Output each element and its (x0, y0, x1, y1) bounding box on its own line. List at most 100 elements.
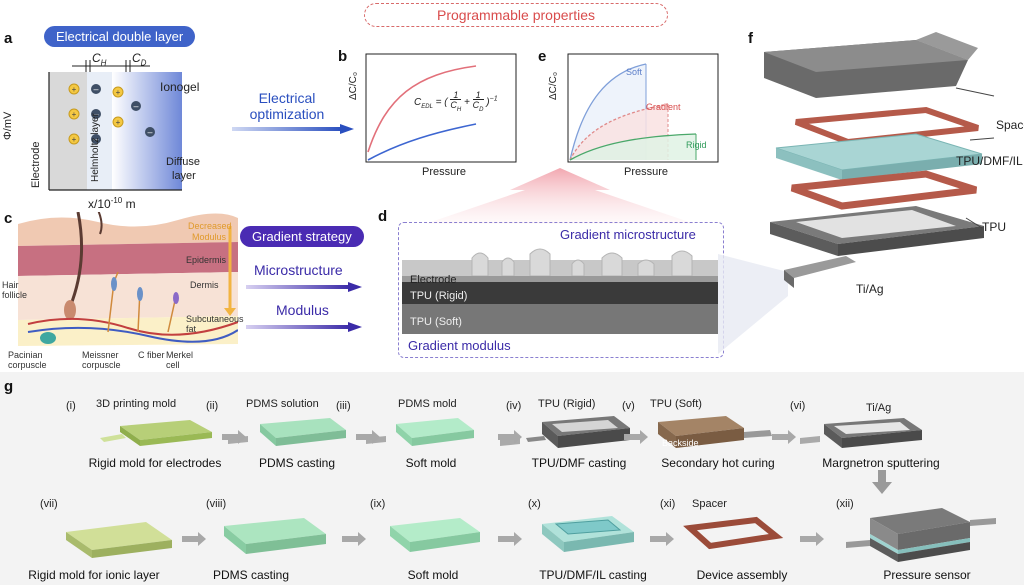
step-5-top: TPU (Soft) (650, 398, 702, 410)
pacinian-label: Pacinian corpuscle (8, 350, 47, 370)
step-2-top: PDMS solution (246, 398, 319, 410)
panel-c-label: c (4, 210, 13, 227)
d-soft-label: TPU (Soft) (410, 316, 462, 328)
e-gradient-label: Gradient (646, 102, 681, 112)
blue-curve (367, 123, 477, 161)
svg-text:–: – (93, 84, 98, 94)
svg-text:–: – (147, 127, 152, 137)
step-11-assembly (683, 516, 784, 550)
step-11-top: Spacer (692, 498, 727, 510)
step-11-number: (xi) (660, 498, 676, 510)
panel-f-label: f (748, 30, 753, 47)
ionogel-label: Ionogel (160, 80, 200, 94)
decreased-label: Decreased (188, 221, 232, 231)
step-1-top: 3D printing mold (96, 398, 177, 410)
step-1-mold (100, 420, 212, 446)
step-1-number: (i) (66, 400, 76, 412)
cd-label: CD (132, 51, 147, 68)
step-2-number: (ii) (206, 400, 219, 412)
merkel-label: Merkel cell (166, 350, 194, 370)
step-8-number: (viii) (206, 498, 227, 510)
programmable-properties-banner: Programmable properties (364, 3, 668, 27)
layer-stack (402, 248, 718, 334)
d-bottom-label: Gradient modulus (408, 338, 511, 353)
pink-up-arrow (425, 168, 695, 224)
svg-text:+: + (116, 88, 121, 97)
microstructure-label: Microstructure (254, 262, 343, 278)
electrode-vertical-label: Electrode (30, 141, 42, 188)
step-1-caption: Rigid mold for electrodes (88, 456, 222, 470)
step-12-number: (xii) (836, 498, 854, 510)
step-3-top: PDMS mold (398, 398, 457, 410)
step-4-casting (500, 416, 630, 448)
step-9-mold (390, 518, 480, 552)
step-12-sensor (846, 508, 996, 562)
step-7-caption: Rigid mold for ionic layer (28, 568, 160, 582)
edl-pill: Electrical double layer (44, 26, 196, 47)
plot-b (365, 53, 517, 163)
step-5-curing (658, 416, 772, 448)
b-ylabel: ΔC/C₀ (348, 71, 359, 100)
step-5-caption: Secondary hot curing (661, 456, 775, 470)
step-3-caption: Soft mold (405, 456, 457, 470)
panel-g-label: g (4, 378, 14, 395)
step-5-number: (v) (622, 400, 635, 412)
e-rigid-label: Rigid (686, 140, 707, 150)
cfiber-label: C fiber (138, 350, 165, 360)
f-tpu-label: TPU (982, 220, 1006, 234)
zoom-wedge (718, 254, 788, 354)
e-xlabel: Pressure (624, 166, 669, 178)
step-10-number: (x) (528, 498, 541, 510)
hair-follicle-label: Hair follicle (2, 280, 28, 300)
svg-text:–: – (133, 101, 138, 111)
red-curve (367, 65, 477, 153)
modulus-label: Modulus (276, 302, 329, 318)
epidermis-label: Epidermis (186, 255, 227, 265)
step-5-backside: Backside (662, 438, 699, 448)
d-top-label: Gradient microstructure (560, 227, 696, 242)
down-arrow (872, 470, 892, 494)
diffuse-label-1: Diffuse (166, 156, 201, 168)
panel-e-label: e (538, 48, 547, 65)
step-9-number: (ix) (370, 498, 386, 510)
step-6-sputtering (800, 418, 922, 448)
ch-label: CH (92, 51, 107, 68)
step-6-number: (vi) (790, 400, 806, 412)
f-tiag-label: Ti/Ag (856, 282, 884, 296)
e-soft-label: Soft (626, 67, 643, 77)
microstructure-arrow (246, 282, 362, 292)
step-11-caption: Device assembly (696, 568, 788, 582)
step-8-casting (224, 518, 326, 554)
step-7-mold (66, 522, 172, 558)
step-6-top: Ti/Ag (866, 402, 892, 414)
step-10-caption: TPU/DMF/IL casting (539, 568, 647, 582)
step-4-number: (iv) (506, 400, 522, 412)
f-tpudmfil-label: TPU/DMF/IL (956, 154, 1023, 168)
modulus-arrow (246, 322, 362, 332)
svg-text:+: + (72, 85, 77, 94)
helmholtz-vertical-label: Helmholtz layer (90, 113, 101, 182)
step-4-caption: TPU/DMF casting (531, 456, 627, 470)
process-background (0, 372, 1024, 585)
step-9-caption: Soft mold (407, 568, 459, 582)
subcutaneous-label: Subcutaneous fat (186, 314, 244, 334)
meissner-label: Meissner corpuscle (82, 350, 121, 370)
step-10-casting (542, 516, 634, 552)
gradient-strategy-pill: Gradient strategy (240, 226, 364, 247)
svg-text:+: + (116, 118, 121, 127)
plot-e (567, 53, 719, 163)
f-spacer-label: Spacer (996, 118, 1024, 132)
x-axis-label: x/10-10 m (88, 196, 136, 211)
diffuse-label-2: layer (172, 170, 196, 182)
panel-a-label: a (4, 30, 13, 47)
step-4-top: TPU (Rigid) (538, 398, 596, 410)
step-8-caption: PDMS casting (212, 568, 290, 582)
step-2-caption: PDMS casting (258, 456, 336, 470)
edl-diagram: +++++ ––––– (48, 60, 182, 191)
b-xlabel: Pressure (422, 166, 467, 178)
step-7-number: (vii) (40, 498, 58, 510)
panel-d-label: d (378, 208, 388, 225)
modulus-small-label: Modulus (192, 232, 227, 242)
